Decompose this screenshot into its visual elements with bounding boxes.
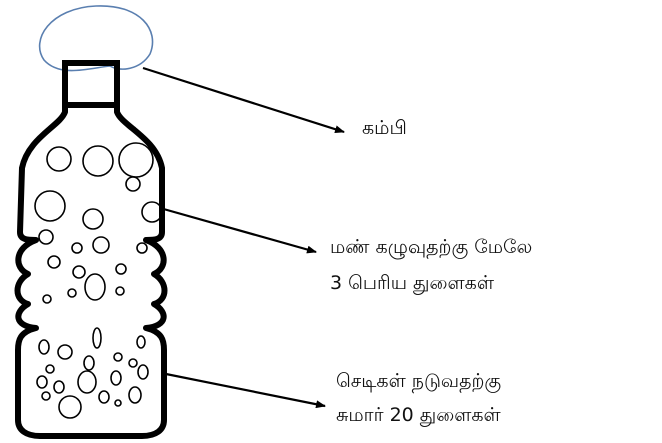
label-bottom-holes-line2: சுமார் 20 துளைகள் xyxy=(336,404,501,426)
hole xyxy=(45,364,55,374)
bottle-cap xyxy=(62,60,120,108)
hole xyxy=(92,236,110,254)
hole xyxy=(41,391,51,401)
wire-loop xyxy=(38,5,154,72)
hole xyxy=(92,327,102,349)
hole xyxy=(42,294,52,304)
hole xyxy=(118,142,154,178)
hole xyxy=(36,375,48,389)
hole xyxy=(67,288,77,298)
arrow-bottom-holes xyxy=(165,372,326,409)
hole xyxy=(38,339,50,355)
hole xyxy=(72,265,86,279)
hole xyxy=(136,242,148,254)
hole xyxy=(115,286,125,296)
hole xyxy=(47,255,61,269)
hole xyxy=(115,263,127,275)
arrow-top-holes xyxy=(159,206,317,254)
arrow-wire xyxy=(142,66,345,134)
hole xyxy=(125,176,141,192)
label-top-holes-line2: 3 பெரிய துளைகள் xyxy=(330,272,494,294)
hole xyxy=(128,358,138,368)
hole xyxy=(58,395,82,419)
upper-holes xyxy=(34,142,163,304)
hole xyxy=(53,380,65,394)
label-bottom-holes-line1: செடிகள் நடுவதற்கு xyxy=(336,370,502,392)
hole xyxy=(34,190,66,222)
hole xyxy=(71,242,83,254)
hole xyxy=(141,201,163,223)
hole xyxy=(110,370,122,386)
hole xyxy=(98,390,110,404)
bottle-outline xyxy=(14,106,168,439)
hole xyxy=(84,273,106,301)
hole xyxy=(38,229,54,245)
hole xyxy=(77,370,97,394)
lower-holes xyxy=(36,327,149,419)
hole xyxy=(83,355,95,371)
hole xyxy=(82,208,104,230)
hole xyxy=(114,399,122,407)
hole xyxy=(137,364,149,380)
hole xyxy=(136,335,146,349)
hole xyxy=(128,386,142,404)
hole xyxy=(113,352,123,362)
label-wire: கம்பி xyxy=(362,117,407,139)
hole xyxy=(46,146,72,172)
label-top-holes-line1: மண் கழுவுதற்கு மேலே xyxy=(330,236,533,258)
hole xyxy=(82,145,114,177)
hole xyxy=(57,344,73,360)
